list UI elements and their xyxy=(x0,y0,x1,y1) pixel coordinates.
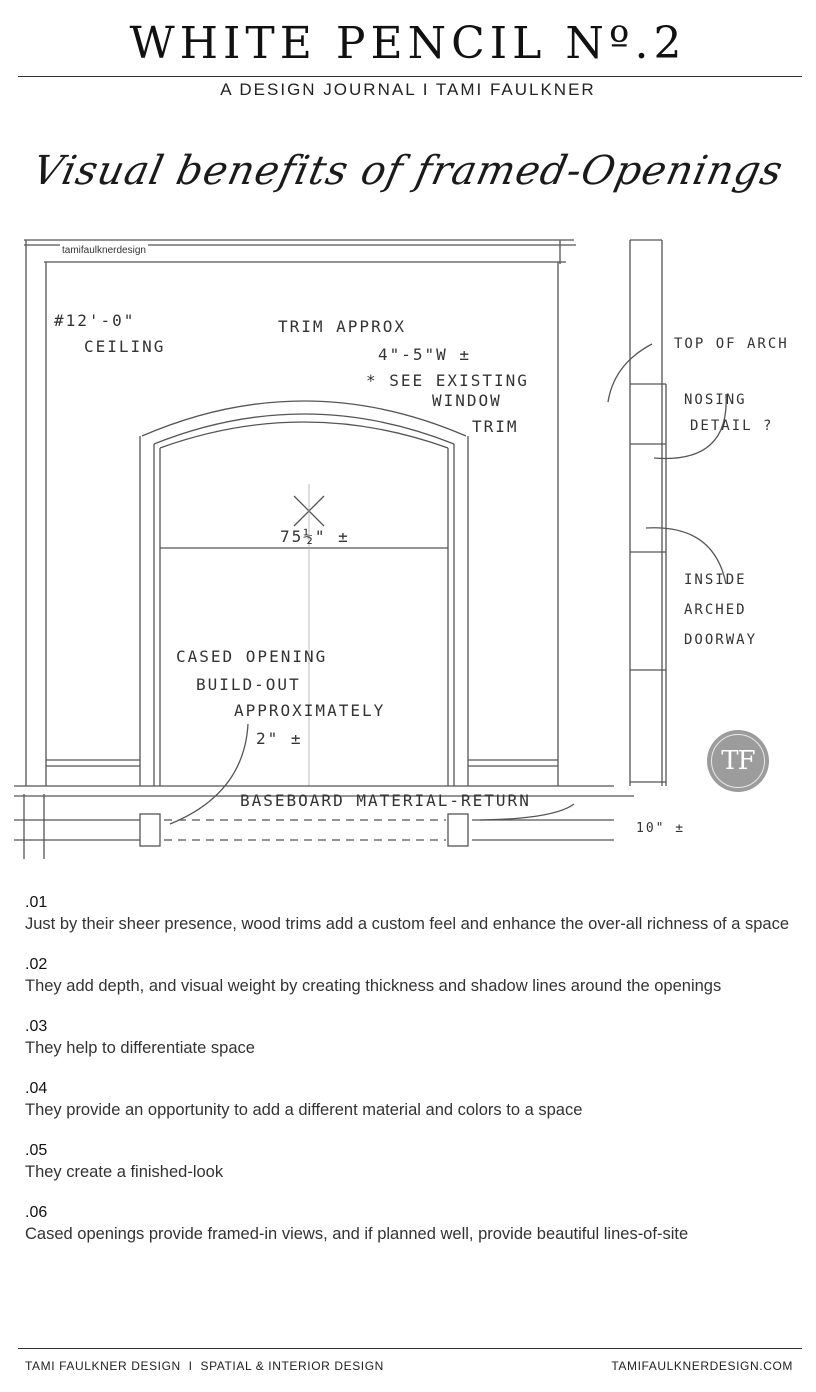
note-detail: DETAIL ? xyxy=(690,418,773,434)
note-window: WINDOW xyxy=(432,391,502,410)
note-arched: ARCHED xyxy=(684,602,747,618)
list-item: .01 Just by their sheer presence, wood t… xyxy=(25,892,800,935)
item-text: Just by their sheer presence, wood trims… xyxy=(25,915,789,933)
benefits-list: .01 Just by their sheer presence, wood t… xyxy=(25,892,800,1264)
plan-jamb xyxy=(447,813,469,847)
item-number: .03 xyxy=(25,1018,48,1035)
note-trim: TRIM APPROX xyxy=(278,317,406,336)
note-see-existing: * SEE EXISTING xyxy=(366,371,529,390)
leader-arrow xyxy=(479,803,575,821)
list-item: .03 They help to differentiate space xyxy=(25,1016,800,1059)
list-item: .06 Cased openings provide framed-in vie… xyxy=(25,1202,800,1245)
tf-logo-badge: TF xyxy=(707,730,769,792)
footer-website-link[interactable]: TAMIFAULKNERDESIGN.COM xyxy=(611,1359,793,1373)
note-build-out-depth: 2" ± xyxy=(256,729,303,748)
arch-outer xyxy=(141,400,467,437)
arch-inner xyxy=(159,421,449,449)
item-number: .01 xyxy=(25,894,48,911)
sketch-watermark: tamifaulknerdesign xyxy=(60,244,148,257)
item-text: They help to differentiate space xyxy=(25,1039,255,1057)
masthead-subtitle: A DESIGN JOURNAL I TAMI FAULKNER xyxy=(220,80,596,99)
item-number: .06 xyxy=(25,1204,48,1221)
footer-company: TAMI FAULKNER DESIGN I SPATIAL & INTERIO… xyxy=(25,1359,384,1373)
note-approximately: APPROXIMATELY xyxy=(234,701,385,720)
footer-rule xyxy=(18,1348,802,1349)
note-trim-width: 4"-5"W ± xyxy=(378,345,471,364)
masthead-title: WHITE PENCIL Nº.2 xyxy=(129,18,687,69)
note-side-dimension: 10" ± xyxy=(636,821,685,836)
note-build-out: BUILD-OUT xyxy=(196,675,301,694)
item-text: They create a finished-look xyxy=(25,1163,224,1181)
leader-arrow xyxy=(169,723,249,825)
note-doorway: DOORWAY xyxy=(684,632,757,648)
item-number: .02 xyxy=(25,956,48,973)
note-baseboard: BASEBOARD MATERIAL-RETURN xyxy=(240,791,531,810)
arch-inner xyxy=(153,413,455,445)
note-ceiling-height: #12'-0" xyxy=(54,311,135,330)
note-opening-width: 75½" ± xyxy=(280,527,350,546)
list-item: .02 They add depth, and visual weight by… xyxy=(25,954,800,997)
elevation-sketch: #12'-0" CEILING TRIM APPROX 4"-5"W ± * S… xyxy=(14,239,789,859)
item-text: They add depth, and visual weight by cre… xyxy=(25,977,722,995)
note-cased-opening: CASED OPENING xyxy=(176,647,327,666)
sketch-title: Visual benefits of framed-Openings xyxy=(28,148,788,194)
note-top-of-arch: TOP OF ARCH xyxy=(674,336,789,352)
list-item: .04 They provide an opportunity to add a… xyxy=(25,1078,800,1121)
leader-arrow xyxy=(653,393,727,460)
leader-arrow xyxy=(645,527,727,585)
note-ceiling: CEILING xyxy=(84,337,165,356)
header-rule xyxy=(18,76,802,77)
list-item: .05 They create a finished-look xyxy=(25,1140,800,1183)
item-number: .05 xyxy=(25,1142,48,1159)
note-nosing: NOSING xyxy=(684,392,747,408)
plan-jamb xyxy=(139,813,161,847)
leader-arrow xyxy=(607,343,653,403)
note-inside: INSIDE xyxy=(684,572,747,588)
item-text: Cased openings provide framed-in views, … xyxy=(25,1225,689,1243)
item-number: .04 xyxy=(25,1080,48,1097)
note-trim-end: TRIM xyxy=(472,417,519,436)
item-text: They provide an opportunity to add a dif… xyxy=(25,1101,583,1119)
